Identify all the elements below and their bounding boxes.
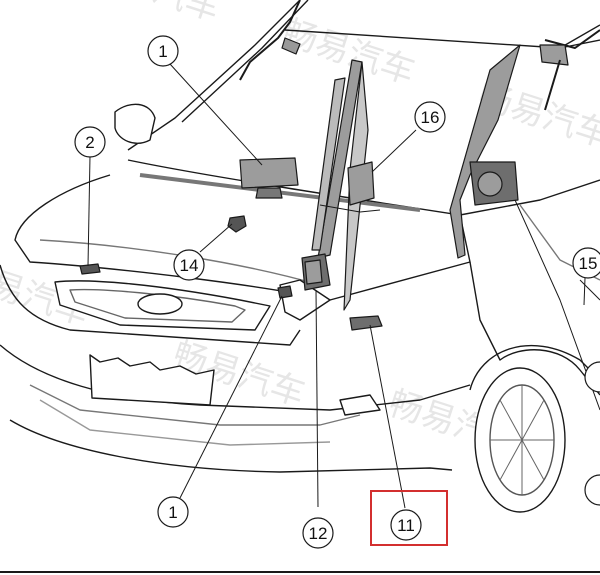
wheel-spokes [490, 385, 554, 495]
leader-16 [371, 129, 417, 173]
callout-2-label: 2 [85, 133, 94, 152]
right-fender [469, 261, 600, 396]
left-pillar-belt-2 [311, 77, 346, 251]
lower-grille-2 [39, 399, 331, 446]
leader-12 [315, 289, 319, 508]
roof-airbag-left [239, 0, 301, 81]
edge-callout-partial [584, 474, 600, 506]
edge-callouts [584, 361, 600, 506]
roof-airbag-right-canister [539, 44, 569, 66]
grille-emblem [137, 293, 183, 315]
left-mirror [114, 103, 156, 144]
leader-11 [369, 324, 406, 509]
callout-14-label: 14 [180, 256, 199, 275]
callout-11: 11 [390, 509, 422, 541]
part-2-clip [79, 263, 101, 275]
callout-16: 16 [414, 101, 446, 133]
roof-airbag-bracket [281, 37, 301, 55]
components [79, 0, 600, 411]
leader-3 [169, 63, 263, 166]
wire-harness-right-2 [579, 279, 600, 301]
callout-12-label: 12 [309, 524, 328, 543]
callout-11-label: 11 [397, 516, 415, 535]
side-line [459, 179, 600, 216]
front-fascia [0, 264, 301, 346]
right-headlight [279, 279, 331, 321]
part-3-module [239, 157, 299, 189]
part-3-mount [255, 187, 283, 199]
part-11-sensor [349, 315, 383, 331]
left-pillar-belt [317, 59, 363, 259]
callout-1: 1 [157, 496, 189, 528]
edge-callout-partial [584, 361, 600, 393]
part-14-clip [227, 215, 247, 233]
bumper-bottom [9, 419, 453, 473]
callout-15-label: 15 [579, 254, 598, 273]
leader-14 [199, 223, 233, 253]
callout-2: 2 [74, 126, 106, 158]
callout-12: 12 [302, 517, 334, 549]
roof-airbag-right [544, 29, 600, 49]
callout-1-label: 1 [168, 503, 177, 522]
callout-14: 14 [173, 249, 205, 281]
part-16-buckle [347, 161, 375, 206]
roof-airbag-right-tail [544, 59, 561, 111]
leader-lines [87, 63, 586, 509]
callout-15: 15 [572, 247, 600, 279]
wheel-arch [469, 344, 600, 391]
wire-harness [319, 204, 381, 213]
lower-grille [29, 384, 361, 426]
leader-15 [583, 277, 586, 306]
callout-3-label: 1 [158, 42, 167, 61]
highlight-box-11 [370, 490, 448, 546]
leader-2 [87, 155, 91, 267]
right-a-pillar [559, 24, 600, 49]
watermark-text: 畅易汽车 [83, 0, 225, 29]
part-1-latch [277, 285, 293, 299]
leader-1 [179, 295, 283, 499]
part-12-retractor-wheel [304, 259, 323, 285]
callouts: 1 2 16 14 15 1 12 11 [74, 35, 600, 549]
right-pillar-belt [449, 44, 521, 259]
lower-detail [339, 394, 381, 416]
right-retractor-spool [477, 171, 503, 197]
license-plate [89, 354, 215, 406]
callout-16-label: 16 [421, 108, 440, 127]
callout-3: 1 [147, 35, 179, 67]
